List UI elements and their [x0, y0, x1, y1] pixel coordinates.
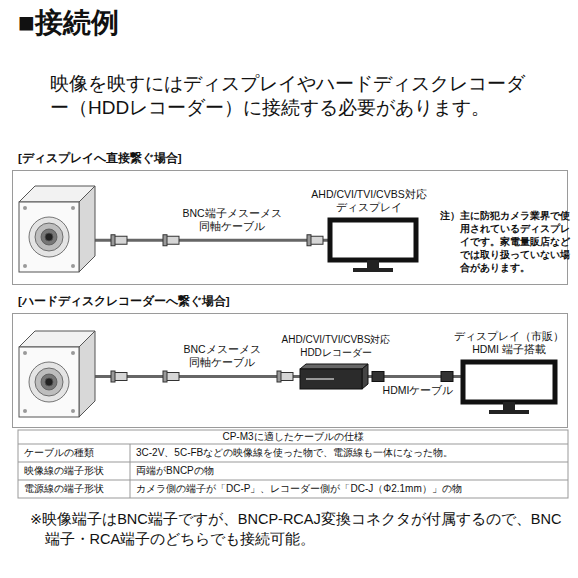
page-title: ■接続例: [18, 6, 119, 40]
display-monitor: ディスプレイ（市販） HDMI 端子搭載: [453, 330, 565, 417]
table-rule: [130, 444, 131, 498]
recorder-top: [300, 364, 368, 369]
recorder-side: [362, 364, 368, 389]
device-label: AHD/CVI/TVI/CVBS対応 HDDレコーダー: [272, 334, 400, 359]
table-rule: [18, 444, 568, 445]
camera-unit: [15, 325, 100, 422]
bnc-connector: [307, 235, 323, 246]
device-label: AHD/CVI/TVI/CVBS対応 ディスプレイ: [300, 188, 438, 214]
recorder-slot: [306, 378, 334, 380]
camera-lens: [29, 217, 69, 257]
camera-front: [19, 347, 79, 417]
camera-body: [19, 186, 95, 272]
screw: [71, 206, 75, 210]
cable-label: HDMIケーブル: [381, 384, 456, 397]
hdmi-connector: [441, 372, 453, 382]
monitor-frame: [463, 362, 555, 402]
footer-note: ※映像端子はBNC端子ですが、BNCP-RCAJ変換コネクタが付属するので、BN…: [30, 510, 570, 549]
camera-drawing: [15, 325, 100, 422]
table-cell: 3C-2V、5C-FBなどの映像線を使った物で、電源線も一体になった物。: [130, 444, 568, 462]
bnc-connector: [111, 235, 127, 246]
recorder-front: [300, 369, 362, 389]
bnc-ring: [163, 371, 167, 382]
screw: [71, 351, 75, 355]
monitor-neck: [367, 260, 379, 268]
camera-body: [19, 331, 95, 417]
bnc-connector: [163, 371, 179, 382]
hdmi-connector: [372, 372, 384, 382]
screw: [23, 409, 27, 413]
bnc-connector: [163, 235, 179, 246]
camera-side: [79, 331, 95, 417]
camera-unit: [15, 180, 100, 277]
screw: [23, 264, 27, 268]
hdmi-plug: [372, 372, 384, 382]
monitor-neck: [503, 402, 515, 410]
camera-lens: [45, 378, 53, 386]
cable-label: BNC端子メスーメス 同軸ケーブル: [174, 207, 290, 233]
device-label: ディスプレイ（市販） HDMI 端子搭載: [453, 330, 565, 356]
camera-side: [79, 186, 95, 272]
screw: [23, 206, 27, 210]
table-rule: [18, 462, 568, 463]
bnc-ring: [111, 371, 115, 382]
bnc-ring: [163, 235, 167, 246]
table-cell: ケーブルの種類: [18, 444, 130, 462]
camera-front: [19, 202, 79, 272]
section-heading: [ディスプレイへ直接繋ぐ場合]: [18, 151, 182, 166]
monitor-base: [489, 410, 529, 414]
screw: [71, 409, 75, 413]
hdmi-plug: [441, 372, 453, 382]
cable: [100, 239, 300, 242]
camera-lens: [41, 374, 57, 390]
bnc-ring: [277, 371, 281, 382]
table-rule: [18, 480, 568, 481]
display-monitor: AHD/CVI/TVI/CVBS対応 ディスプレイ: [300, 188, 438, 275]
bnc-ring: [307, 235, 311, 246]
table-cell: 両端がBNCPの物: [130, 462, 568, 480]
note-text: 注）主に防犯カメラ業界で使用されているディスプレイです。家電量販店などでは取り扱…: [440, 209, 572, 274]
recorder-body: [300, 364, 368, 389]
intro-text: 映像を映すにはディスプレイやハードディスクレコーダー（HDDレコーダー）に接続す…: [50, 72, 528, 120]
table-cell: 電源線の端子形状: [18, 480, 130, 498]
section-heading: [ハードディスクレコーダーへ繋ぐ場合]: [18, 294, 230, 309]
display-drawing: [453, 359, 565, 417]
camera-drawing: [15, 180, 100, 277]
display-drawing: [300, 217, 438, 275]
bnc-connector: [111, 371, 127, 382]
table-heading: CP-M3に適したケーブルの仕様: [18, 430, 568, 444]
table-cell: 映像線の端子形状: [18, 462, 130, 480]
camera-lens: [35, 223, 63, 251]
table-cell: カメラ側の端子が「DC-P」、レコーダー側が「DC-J（Φ2.1mm）」の物: [130, 480, 568, 498]
camera-lens: [41, 229, 57, 245]
screw: [23, 351, 27, 355]
camera-lens: [35, 368, 63, 396]
camera-lens: [29, 362, 69, 402]
table-border: [18, 430, 568, 498]
camera-lens: [45, 233, 53, 241]
monitor-base: [353, 268, 393, 272]
monitor-frame: [330, 220, 416, 260]
bnc-ring: [111, 235, 115, 246]
cable-stub: [95, 239, 100, 242]
section-panel: [ハードディスクレコーダーへ繋ぐ場合] AHD/CVI/TVI/CVBS対応 HD…: [12, 291, 568, 428]
bnc-connector: [277, 371, 293, 382]
cable-stub: [95, 375, 100, 378]
cable-label: BNCメスーメス 同軸ケーブル: [170, 343, 274, 369]
screw: [71, 264, 75, 268]
